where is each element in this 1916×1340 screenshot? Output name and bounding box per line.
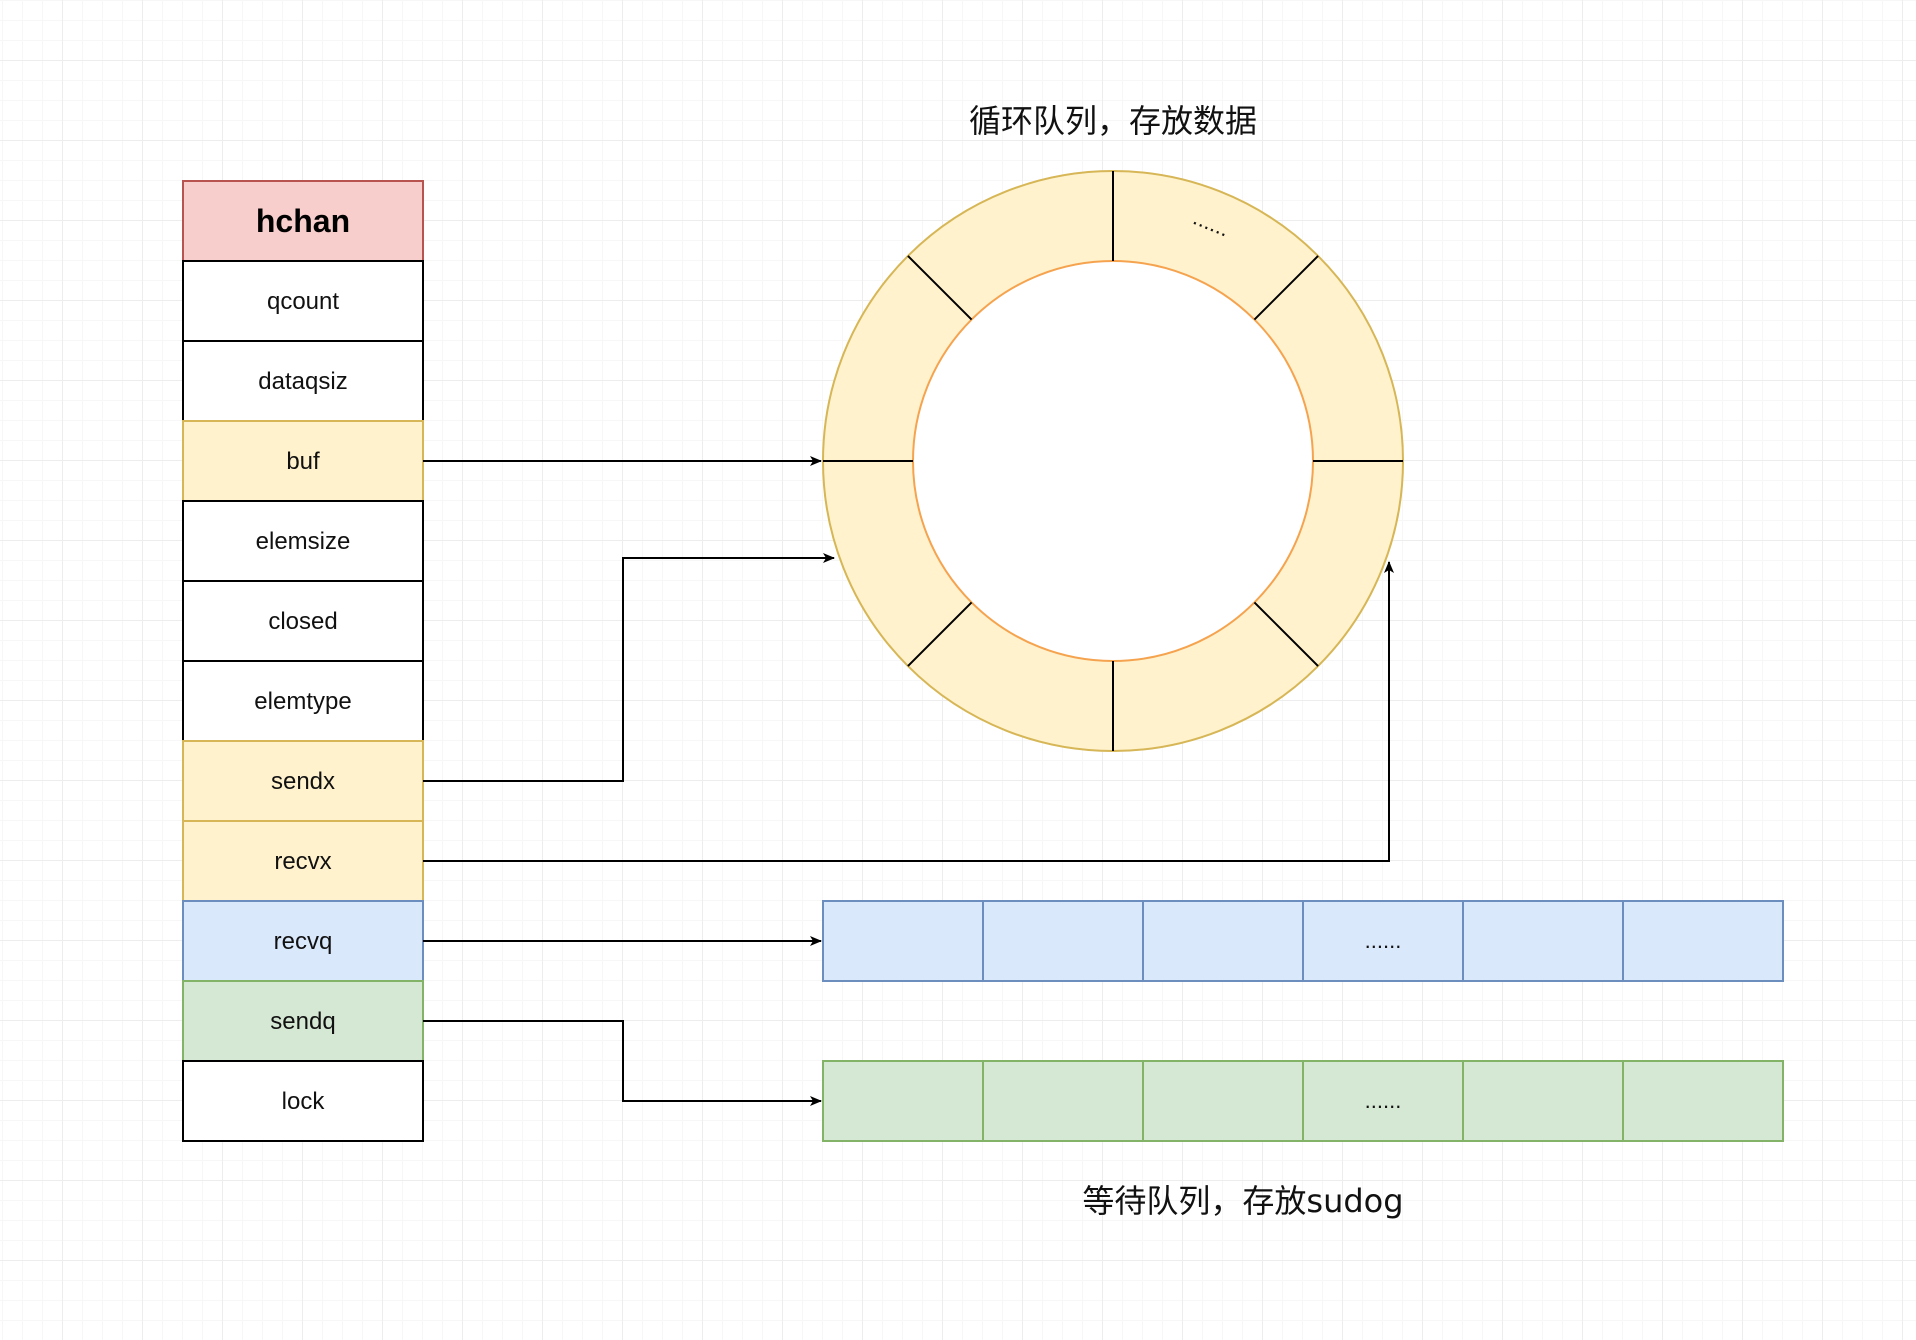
field-row-qcount [182, 260, 424, 342]
field-label-lock: lock [282, 1088, 326, 1115]
struct-header-cell [182, 180, 424, 262]
ring-segment-divider [1253, 255, 1319, 321]
sendq-cell [1302, 1060, 1464, 1142]
recvq-cell [982, 900, 1144, 982]
field-label-recvx: recvx [274, 848, 331, 875]
recvx-arrow [423, 561, 1394, 862]
ring-inner-edge [912, 260, 1314, 662]
sendq-cell [982, 1060, 1144, 1142]
field-row-dataqsiz [182, 340, 424, 422]
recvq-cell [1142, 900, 1304, 982]
field-label-dataqsiz: dataqsiz [258, 368, 347, 395]
field-label-sendx: sendx [271, 768, 335, 795]
ring-segment-divider [1253, 601, 1319, 667]
field-label-closed: closed [268, 608, 337, 635]
recvq-cell [822, 900, 984, 982]
sendq-waiting-list: ...... [822, 1060, 1784, 1142]
hchan-struct: hchan qcount dataqsiz buf elemsize closed elem… [182, 180, 424, 1142]
field-label-qcount: qcount [267, 288, 339, 315]
pointer-arrows [423, 456, 1394, 1106]
sendq-cell [822, 1060, 984, 1142]
ring-segment-divider [907, 255, 973, 321]
sendq-cell [1462, 1060, 1624, 1142]
sendq-cell [1622, 1060, 1784, 1142]
sendx-arrow [423, 553, 835, 782]
field-row-closed [182, 580, 424, 662]
recvq-cell [1622, 900, 1784, 982]
struct-title: hchan [256, 203, 350, 239]
field-row-lock [182, 1060, 424, 1142]
field-row-sendx [182, 740, 424, 822]
sendq-cell [1142, 1060, 1304, 1142]
recvq-cell [1462, 900, 1624, 982]
ring-segment-divider [907, 601, 973, 667]
field-row-recvq [182, 900, 424, 982]
ring-caption: 循环队列，存放数据 [969, 102, 1257, 140]
field-label-recvq: recvq [274, 928, 333, 955]
field-label-buf: buf [286, 448, 320, 475]
recvq-waiting-list: ...... [822, 900, 1784, 982]
wait-queue-caption: 等待队列，存放sudog [1082, 1182, 1403, 1220]
field-label-elemsize: elemsize [256, 528, 351, 555]
recvq-cell [1302, 900, 1464, 982]
sendq-arrow [423, 1020, 822, 1106]
field-label-sendq: sendq [270, 1008, 335, 1035]
field-label-elemtype: elemtype [254, 688, 351, 715]
ring-buffer: ...... [822, 170, 1404, 752]
sendq-ellipsis: ...... [1365, 1088, 1402, 1113]
recvq-ellipsis: ...... [1365, 928, 1402, 953]
